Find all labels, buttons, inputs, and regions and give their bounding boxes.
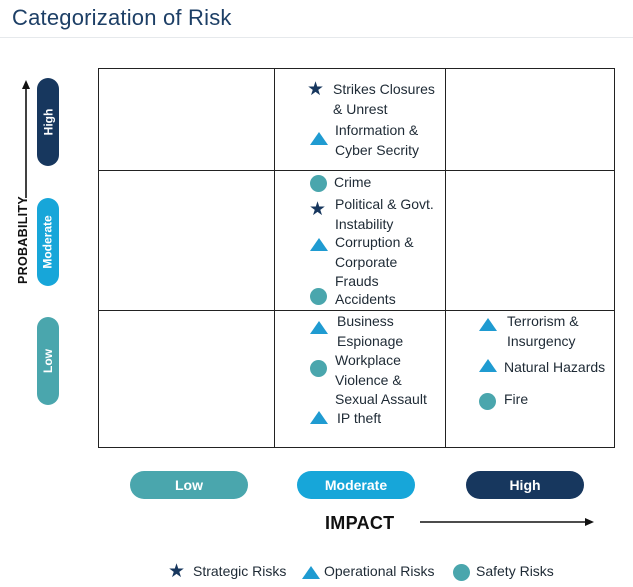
impact-axis-arrow — [420, 518, 594, 526]
risk-item: Workplace Violence & Sexual Assault — [310, 351, 427, 410]
probability-level-low-label: Low — [41, 349, 55, 373]
legend-safety: Safety Risks — [453, 563, 554, 581]
impact-level-low: Low — [130, 471, 248, 499]
risk-item: Terrorism & Insurgency — [479, 312, 579, 351]
risk-item: ★ Strikes Closures & Unrest — [307, 79, 435, 117]
star-icon: ★ — [307, 79, 325, 100]
risk-item: Corruption & Corporate Frauds — [310, 233, 414, 292]
triangle-icon — [479, 318, 497, 331]
legend-operational: Operational Risks — [302, 563, 435, 579]
probability-level-low: Low — [37, 317, 59, 405]
impact-axis-label: IMPACT — [325, 513, 395, 533]
triangle-icon — [479, 359, 497, 372]
page-title: Categorization of Risk — [12, 5, 232, 30]
triangle-icon — [302, 566, 320, 579]
probability-level-high: High — [37, 78, 59, 166]
probability-level-moderate-label: Moderate — [41, 215, 55, 269]
probability-axis-arrow — [22, 80, 30, 198]
impact-level-moderate: Moderate — [297, 471, 415, 499]
title-divider — [0, 37, 633, 38]
risk-item: Information & Cyber Secrity — [310, 121, 419, 160]
impact-level-high: High — [466, 471, 584, 499]
probability-axis-label: PROBABILITY — [16, 195, 30, 285]
triangle-icon — [310, 411, 328, 424]
risk-matrix-grid — [98, 68, 615, 448]
risk-item: Business Espionage — [310, 312, 403, 351]
star-icon: ★ — [168, 561, 186, 582]
grid-row-divider-1 — [99, 170, 614, 171]
risk-item: IP theft — [310, 409, 381, 429]
grid-row-divider-2 — [99, 310, 614, 311]
risk-item: Crime — [310, 173, 371, 193]
circle-icon — [310, 288, 327, 305]
triangle-icon — [310, 321, 328, 334]
legend-strategic: ★ Strategic Risks — [168, 561, 287, 582]
circle-icon — [310, 175, 327, 192]
star-icon: ★ — [309, 199, 327, 220]
circle-icon — [479, 393, 496, 410]
risk-item: ★ Political & Govt. Instability — [309, 196, 434, 232]
triangle-icon — [310, 238, 328, 251]
risk-item: Fire — [479, 390, 528, 410]
risk-item: Accidents — [310, 288, 396, 310]
circle-icon — [453, 564, 470, 581]
triangle-icon — [310, 132, 328, 145]
grid-column-divider-1 — [274, 69, 275, 447]
grid-column-divider-2 — [445, 69, 446, 447]
probability-level-moderate: Moderate — [37, 198, 59, 286]
risk-item: Natural Hazards — [479, 358, 605, 378]
circle-icon — [310, 360, 327, 377]
probability-level-high-label: High — [41, 108, 56, 136]
